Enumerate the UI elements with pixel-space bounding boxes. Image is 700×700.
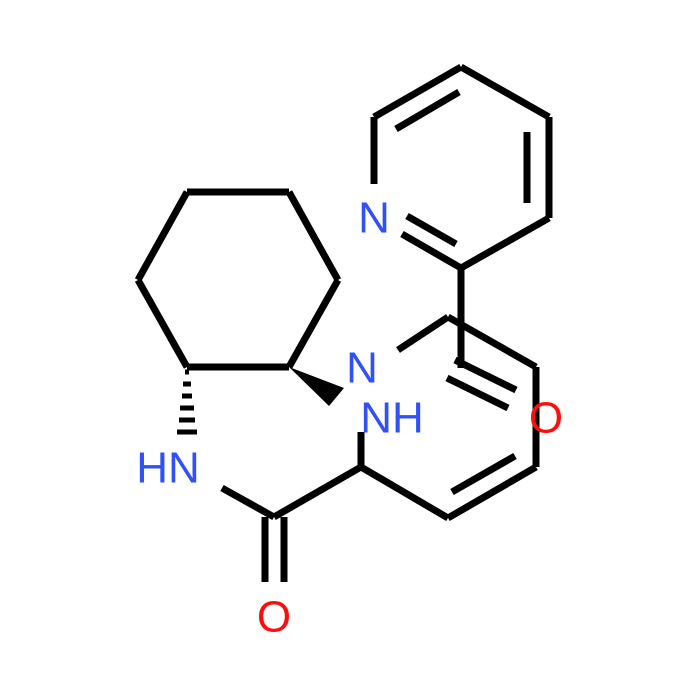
bond xyxy=(134,278,191,369)
bond-inner-double xyxy=(405,212,458,248)
bond xyxy=(446,313,538,371)
bond xyxy=(272,463,363,521)
bond xyxy=(359,463,450,522)
lower-carbonyl-oxygen-label: O xyxy=(257,593,291,642)
bond xyxy=(220,484,276,521)
pyridine-nitrogen-label: N xyxy=(358,194,390,243)
amine-nh-label: NH xyxy=(360,394,424,443)
bond-carbonyl-double xyxy=(445,374,510,412)
pyridine-ring-top xyxy=(370,63,553,272)
bond xyxy=(459,214,551,272)
bond-inner-double xyxy=(450,452,517,496)
amide-nitrogen-label: HN xyxy=(136,444,200,493)
upper-carbonyl-oxygen-label: O xyxy=(529,394,563,443)
pyridine-ring-lower xyxy=(357,313,540,522)
bond-carbonyl xyxy=(453,356,518,394)
wedge-bond xyxy=(289,367,344,406)
bond xyxy=(285,190,342,282)
amine-nitrogen-label: N xyxy=(346,344,378,393)
hashed-bond xyxy=(177,369,197,435)
bond-inner-double xyxy=(394,88,461,133)
cyclohexane-ring xyxy=(134,188,342,371)
bond xyxy=(446,463,538,522)
bond xyxy=(459,63,551,121)
bond xyxy=(372,63,463,121)
bond xyxy=(396,314,450,353)
bond xyxy=(400,230,463,272)
bond xyxy=(285,278,342,369)
bond xyxy=(134,190,191,282)
